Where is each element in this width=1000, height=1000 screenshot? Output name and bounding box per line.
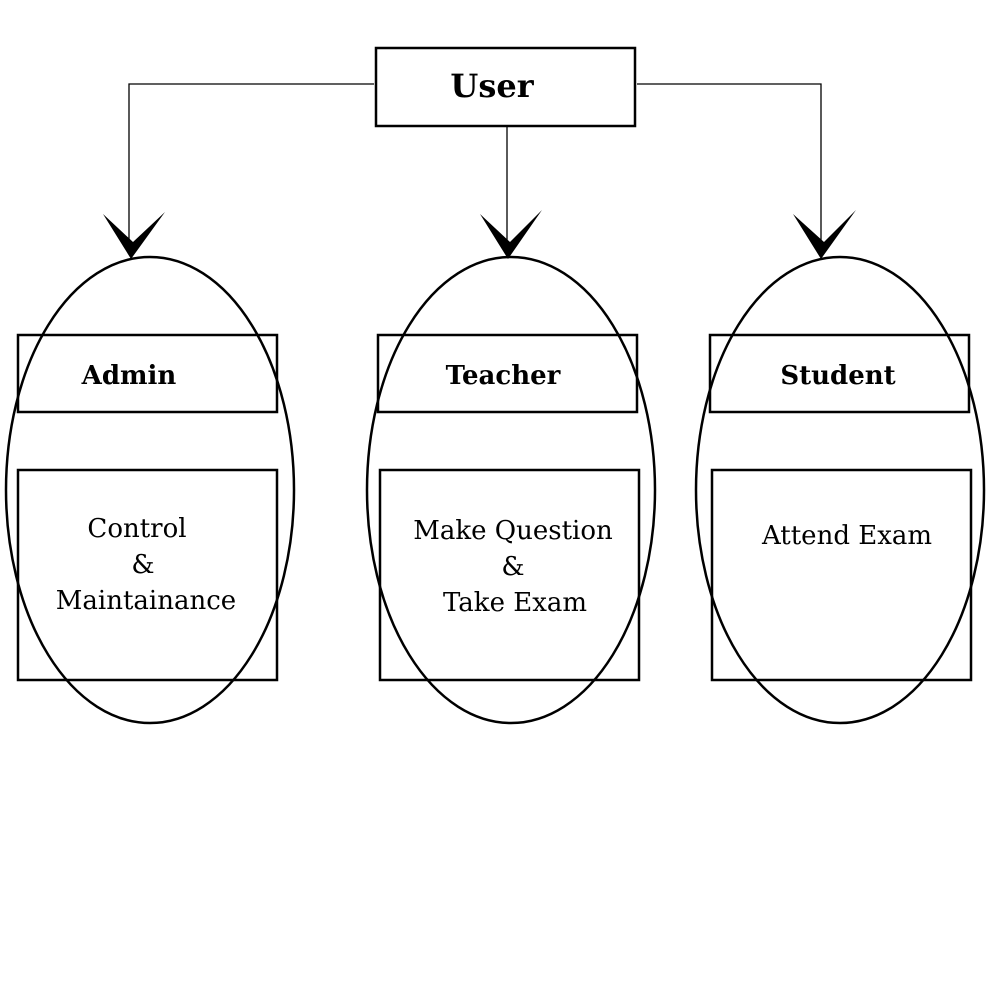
role-admin-duty-line-1: Control <box>87 514 186 544</box>
role-student-ellipse <box>694 255 986 725</box>
role-teacher-duty-line-2: & <box>501 552 524 582</box>
role-admin-ellipse <box>4 255 296 725</box>
role-student: Student Attend Exam <box>694 255 986 725</box>
user-node: User <box>374 46 637 128</box>
role-student-duty-line-1: Attend Exam <box>761 521 932 551</box>
arrowhead-teacher <box>480 210 542 259</box>
user-box <box>374 46 637 128</box>
role-admin-duty-line-2: & <box>131 550 154 580</box>
role-admin-duty-box <box>16 468 279 682</box>
role-student-title-box <box>708 333 971 414</box>
role-student-label: Student <box>780 361 895 391</box>
arrowhead-admin <box>103 212 165 259</box>
role-admin: Admin Control & Maintainance <box>4 255 296 725</box>
arrowhead-student <box>793 210 856 259</box>
connector-user-student <box>637 83 822 240</box>
role-teacher-duty-line-1: Make Question <box>413 516 613 546</box>
connector-user-admin <box>128 83 374 240</box>
user-label: User <box>450 67 534 105</box>
arrowheads <box>103 210 856 259</box>
role-admin-title-box <box>16 333 279 414</box>
role-teacher-duty-line-3: Take Exam <box>443 588 587 618</box>
role-teacher-title-box <box>376 333 639 414</box>
role-teacher-duty-box <box>378 468 641 682</box>
role-admin-label: Admin <box>81 361 177 391</box>
connectors <box>128 83 822 240</box>
role-teacher-ellipse <box>365 255 657 725</box>
role-teacher: Teacher Make Question & Take Exam <box>365 255 657 725</box>
role-student-duty-box <box>710 468 973 682</box>
role-teacher-label: Teacher <box>446 361 561 391</box>
role-admin-duty-line-3: Maintainance <box>56 586 236 616</box>
